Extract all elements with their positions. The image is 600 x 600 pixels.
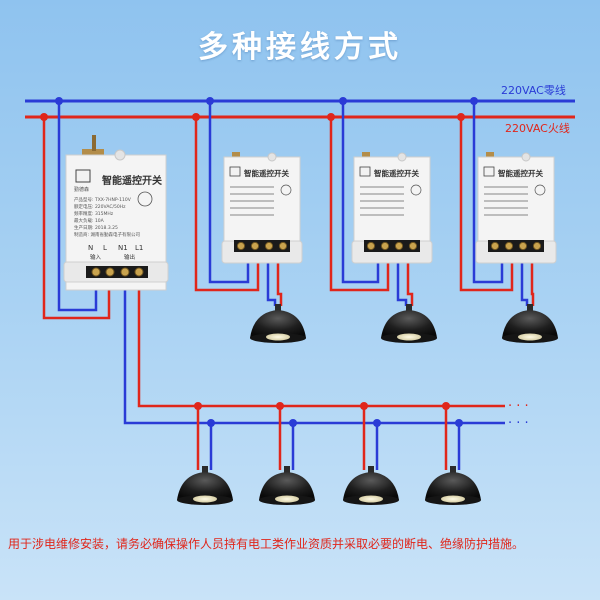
small-switch-output-wire xyxy=(266,262,277,306)
controller-terminal-screws xyxy=(91,267,144,277)
controller-neutral-in-wire xyxy=(57,101,98,312)
small-switch-logo-icon xyxy=(229,166,241,177)
chain-dots-live: · · · xyxy=(508,399,529,414)
small-switch-neutral-wire xyxy=(341,101,380,284)
small-switch-name: 智能遥控开关 xyxy=(498,168,543,178)
neutral-junction xyxy=(207,419,215,427)
neutral-bus-label: 220VAC零线 xyxy=(501,83,566,97)
controller-neutral-out-wire xyxy=(123,285,505,425)
small-switch-neutral-wire xyxy=(208,101,250,284)
controller-spec-6: 制造商: 湖南省勤森电子有限公司 xyxy=(74,231,140,238)
neutral-junction xyxy=(289,419,297,427)
live-junction xyxy=(360,402,368,410)
controller-spec-1: 产品型号: TXX-7HNP-110V xyxy=(74,196,132,203)
neutral-junction xyxy=(470,97,478,105)
small-switch-name: 智能遥控开关 xyxy=(244,168,289,178)
small-switch-3-lamp-icon xyxy=(502,304,558,343)
controller-output-label: 输出 xyxy=(124,253,135,261)
small-switch-approval-mark-icon xyxy=(534,184,546,196)
chain-dots-neutral: · · · xyxy=(508,416,529,431)
chain-lamp-2-icon xyxy=(259,466,315,505)
page-title: 多种接线方式 xyxy=(198,30,402,65)
controller-spec-5: 生产日期: 2018.3.25 xyxy=(74,224,118,231)
controller-logo-icon xyxy=(75,169,91,183)
live-junction xyxy=(442,402,450,410)
safety-notice: 用于涉电维修安装，请务必确保操作人员持有电工类作业资质并采取必要的断电、绝缘防护… xyxy=(8,537,525,551)
controller-name: 智能遥控开关 xyxy=(102,174,162,187)
live-junction xyxy=(327,113,335,121)
small-switch-output-wire xyxy=(396,262,408,306)
small-switch-logo-icon xyxy=(359,166,371,177)
live-junction xyxy=(457,113,465,121)
small-switch-live-wire xyxy=(329,117,390,292)
live-junction xyxy=(276,402,284,410)
neutral-junction xyxy=(373,419,381,427)
small-switch-approval-mark-icon xyxy=(280,184,292,196)
neutral-junction xyxy=(339,97,347,105)
neutral-junction xyxy=(455,419,463,427)
live-bus-label: 220VAC火线 xyxy=(505,121,570,135)
small-switch-live-wire xyxy=(459,117,514,292)
small-switch-output-wire xyxy=(520,262,529,306)
controller-input-label: 输入 xyxy=(90,253,102,261)
small-switch-2: 智能遥控开关 xyxy=(351,152,433,264)
small-switch-name: 智能遥控开关 xyxy=(374,168,419,178)
controller-live-out-wire xyxy=(137,285,505,408)
neutral-junction xyxy=(206,97,214,105)
small-switch-output-wire xyxy=(406,262,414,306)
neutral-junction xyxy=(55,97,63,105)
controller-approval-mark-icon xyxy=(137,191,153,207)
controller-spec-2: 额定电压: 220VAC/50Hz xyxy=(74,203,126,210)
controller-spec-4: 最大负载: 10A xyxy=(74,217,105,224)
live-junction xyxy=(194,402,202,410)
controller-spec-3: 频率精度: 315MHz xyxy=(74,210,114,217)
chain-lamp-3-icon xyxy=(343,466,399,505)
controller-terminal-n1: N1 xyxy=(118,244,128,252)
small-switch-1-lamp-icon xyxy=(250,304,306,343)
chain-lamp-4-icon xyxy=(425,466,481,505)
small-switch-logo-icon xyxy=(483,166,495,177)
small-switch-approval-mark-icon xyxy=(410,184,422,196)
controller-terminal-n: N xyxy=(88,244,93,252)
small-switch-3: 智能遥控开关 xyxy=(475,152,557,264)
small-switch-output-wire xyxy=(530,262,535,306)
live-junction xyxy=(40,113,48,121)
controller-live-in-wire xyxy=(42,117,111,320)
chain-lamp-1-icon xyxy=(177,466,233,505)
controller-terminal-l1: L1 xyxy=(135,244,143,252)
small-switch-neutral-wire xyxy=(472,101,504,284)
live-junction xyxy=(192,113,200,121)
controller-logo: 勤德森 xyxy=(74,186,89,193)
small-switch-1: 智能遥控开关 xyxy=(221,152,303,264)
small-switch-2-lamp-icon xyxy=(381,304,437,343)
main-controller: 勤德森 智能遥控开关 产品型号: TXX-7HNP-110V 额定电压: 220… xyxy=(63,135,169,291)
controller-terminal-l: L xyxy=(103,244,107,252)
small-switch-live-wire xyxy=(194,117,260,292)
small-switch-output-wire xyxy=(276,262,283,306)
